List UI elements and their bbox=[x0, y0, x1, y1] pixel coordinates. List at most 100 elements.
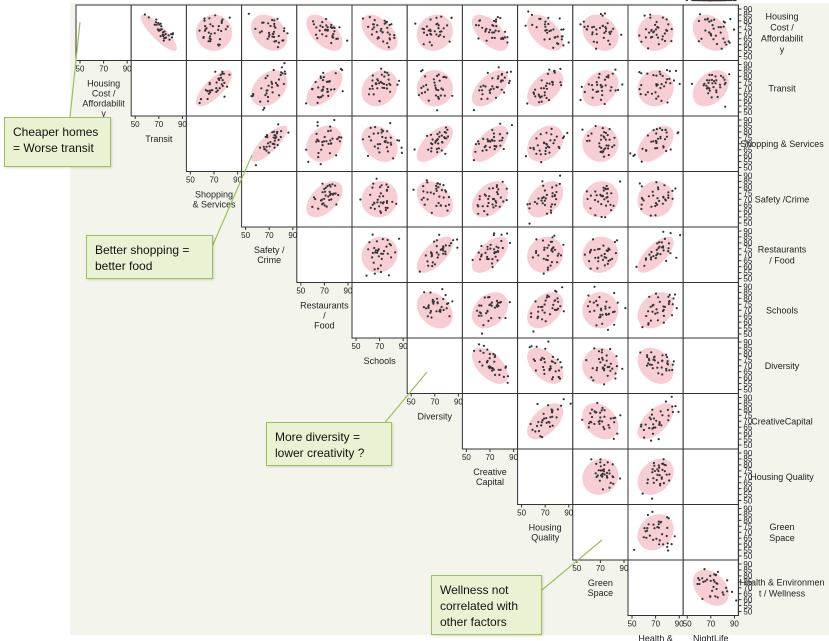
scatter-point bbox=[640, 423, 643, 426]
scatter-point bbox=[544, 152, 547, 156]
scatter-point bbox=[372, 261, 375, 264]
scatter-point bbox=[644, 530, 647, 533]
scatter-point bbox=[665, 131, 668, 134]
scatter-point bbox=[383, 19, 386, 22]
scatter-point bbox=[488, 187, 491, 190]
scatter-point bbox=[383, 86, 386, 90]
scatter-point bbox=[277, 34, 280, 38]
scatter-point bbox=[663, 138, 667, 141]
scatter-point bbox=[652, 538, 655, 542]
scatter-point bbox=[596, 366, 599, 369]
scatter-point bbox=[542, 365, 545, 369]
scatter-point bbox=[217, 44, 220, 47]
scatter-point bbox=[698, 13, 702, 16]
matrix-cell bbox=[627, 4, 684, 61]
scatter-point bbox=[660, 424, 663, 427]
scatter-point bbox=[276, 84, 279, 87]
scatter-point bbox=[378, 100, 381, 103]
scatter-point bbox=[639, 93, 642, 96]
scatter-point bbox=[263, 148, 266, 151]
scatter-point bbox=[485, 312, 488, 315]
scatter-point bbox=[589, 248, 593, 251]
matrix-cell bbox=[351, 282, 408, 339]
scatter-point bbox=[653, 464, 656, 467]
scatter-point bbox=[591, 88, 595, 91]
scatter-point bbox=[603, 131, 606, 134]
scatter-point bbox=[665, 353, 668, 356]
matrix-cell bbox=[682, 0, 739, 561]
scatter-point bbox=[319, 96, 323, 99]
label-line: / bbox=[323, 311, 326, 321]
y-tick-label: 80 bbox=[743, 350, 752, 359]
scatter-point bbox=[530, 312, 533, 315]
y-tick-label: 75 bbox=[743, 578, 752, 587]
scatter-point bbox=[384, 206, 387, 209]
scatter-point bbox=[605, 471, 609, 474]
scatter-point bbox=[553, 203, 557, 206]
scatter-point bbox=[550, 203, 554, 206]
scatter-point bbox=[503, 76, 506, 79]
scatter-point bbox=[547, 420, 550, 424]
scatter-point bbox=[264, 94, 267, 97]
scatter-point bbox=[198, 101, 201, 105]
confidence-ellipse bbox=[471, 292, 509, 329]
scatter-point bbox=[444, 204, 447, 208]
scatter-point bbox=[656, 473, 659, 476]
scatter-point bbox=[510, 124, 513, 127]
confidence-ellipse bbox=[471, 236, 509, 273]
scatter-point bbox=[601, 488, 605, 491]
scatter-point bbox=[376, 24, 379, 27]
scatter-point bbox=[553, 248, 557, 251]
scatter-point bbox=[338, 140, 341, 143]
scatter-point bbox=[435, 310, 438, 313]
scatter-point bbox=[486, 309, 489, 312]
label-line: Housing bbox=[765, 11, 798, 21]
scatter-point bbox=[376, 79, 380, 82]
scatter-point bbox=[662, 196, 665, 199]
scatter-point bbox=[433, 240, 436, 243]
scatter-point bbox=[272, 30, 276, 33]
scatter-point bbox=[702, 84, 705, 87]
y-tick-label: 90 bbox=[743, 504, 752, 513]
scatter-point bbox=[489, 247, 492, 250]
y-tick-label: 60 bbox=[743, 151, 752, 160]
scatter-point bbox=[379, 29, 382, 32]
scatter-point bbox=[733, 0, 736, 2]
matrix-cell bbox=[296, 226, 353, 283]
scatter-point bbox=[556, 261, 559, 264]
scatter-point bbox=[604, 307, 607, 310]
scatter-point bbox=[381, 252, 385, 255]
y-tick-label: 60 bbox=[743, 595, 752, 604]
scatter-point bbox=[221, 70, 224, 73]
matrix-cell bbox=[296, 60, 353, 117]
scatter-point bbox=[335, 203, 338, 206]
scatter-point bbox=[284, 72, 287, 75]
scatter-point bbox=[218, 87, 221, 90]
scatter-point bbox=[543, 246, 546, 249]
scatter-point bbox=[324, 186, 328, 189]
scatter-point bbox=[445, 307, 448, 310]
scatter-point bbox=[435, 204, 438, 207]
scatter-point bbox=[643, 527, 646, 530]
scatter-point bbox=[332, 192, 335, 195]
scatter-point bbox=[657, 523, 660, 526]
scatter-point bbox=[671, 368, 674, 372]
scatter-point bbox=[486, 348, 489, 351]
scatter-point bbox=[330, 26, 334, 29]
scatter-point bbox=[330, 88, 333, 91]
scatter-point bbox=[666, 516, 669, 519]
scatter-point bbox=[600, 215, 603, 219]
scatter-point bbox=[606, 134, 609, 137]
scatter-point bbox=[328, 190, 331, 193]
y-tick-label: 85 bbox=[743, 233, 752, 242]
scatter-point bbox=[600, 86, 603, 89]
scatter-point bbox=[650, 413, 654, 416]
scatter-point bbox=[600, 134, 603, 137]
scatter-point bbox=[562, 310, 565, 313]
scatter-point bbox=[541, 239, 545, 242]
scatter-point bbox=[220, 76, 223, 79]
scatter-point bbox=[608, 365, 611, 368]
scatter-point bbox=[654, 23, 657, 26]
scatter-point bbox=[273, 139, 276, 142]
scatter-point bbox=[506, 41, 509, 44]
